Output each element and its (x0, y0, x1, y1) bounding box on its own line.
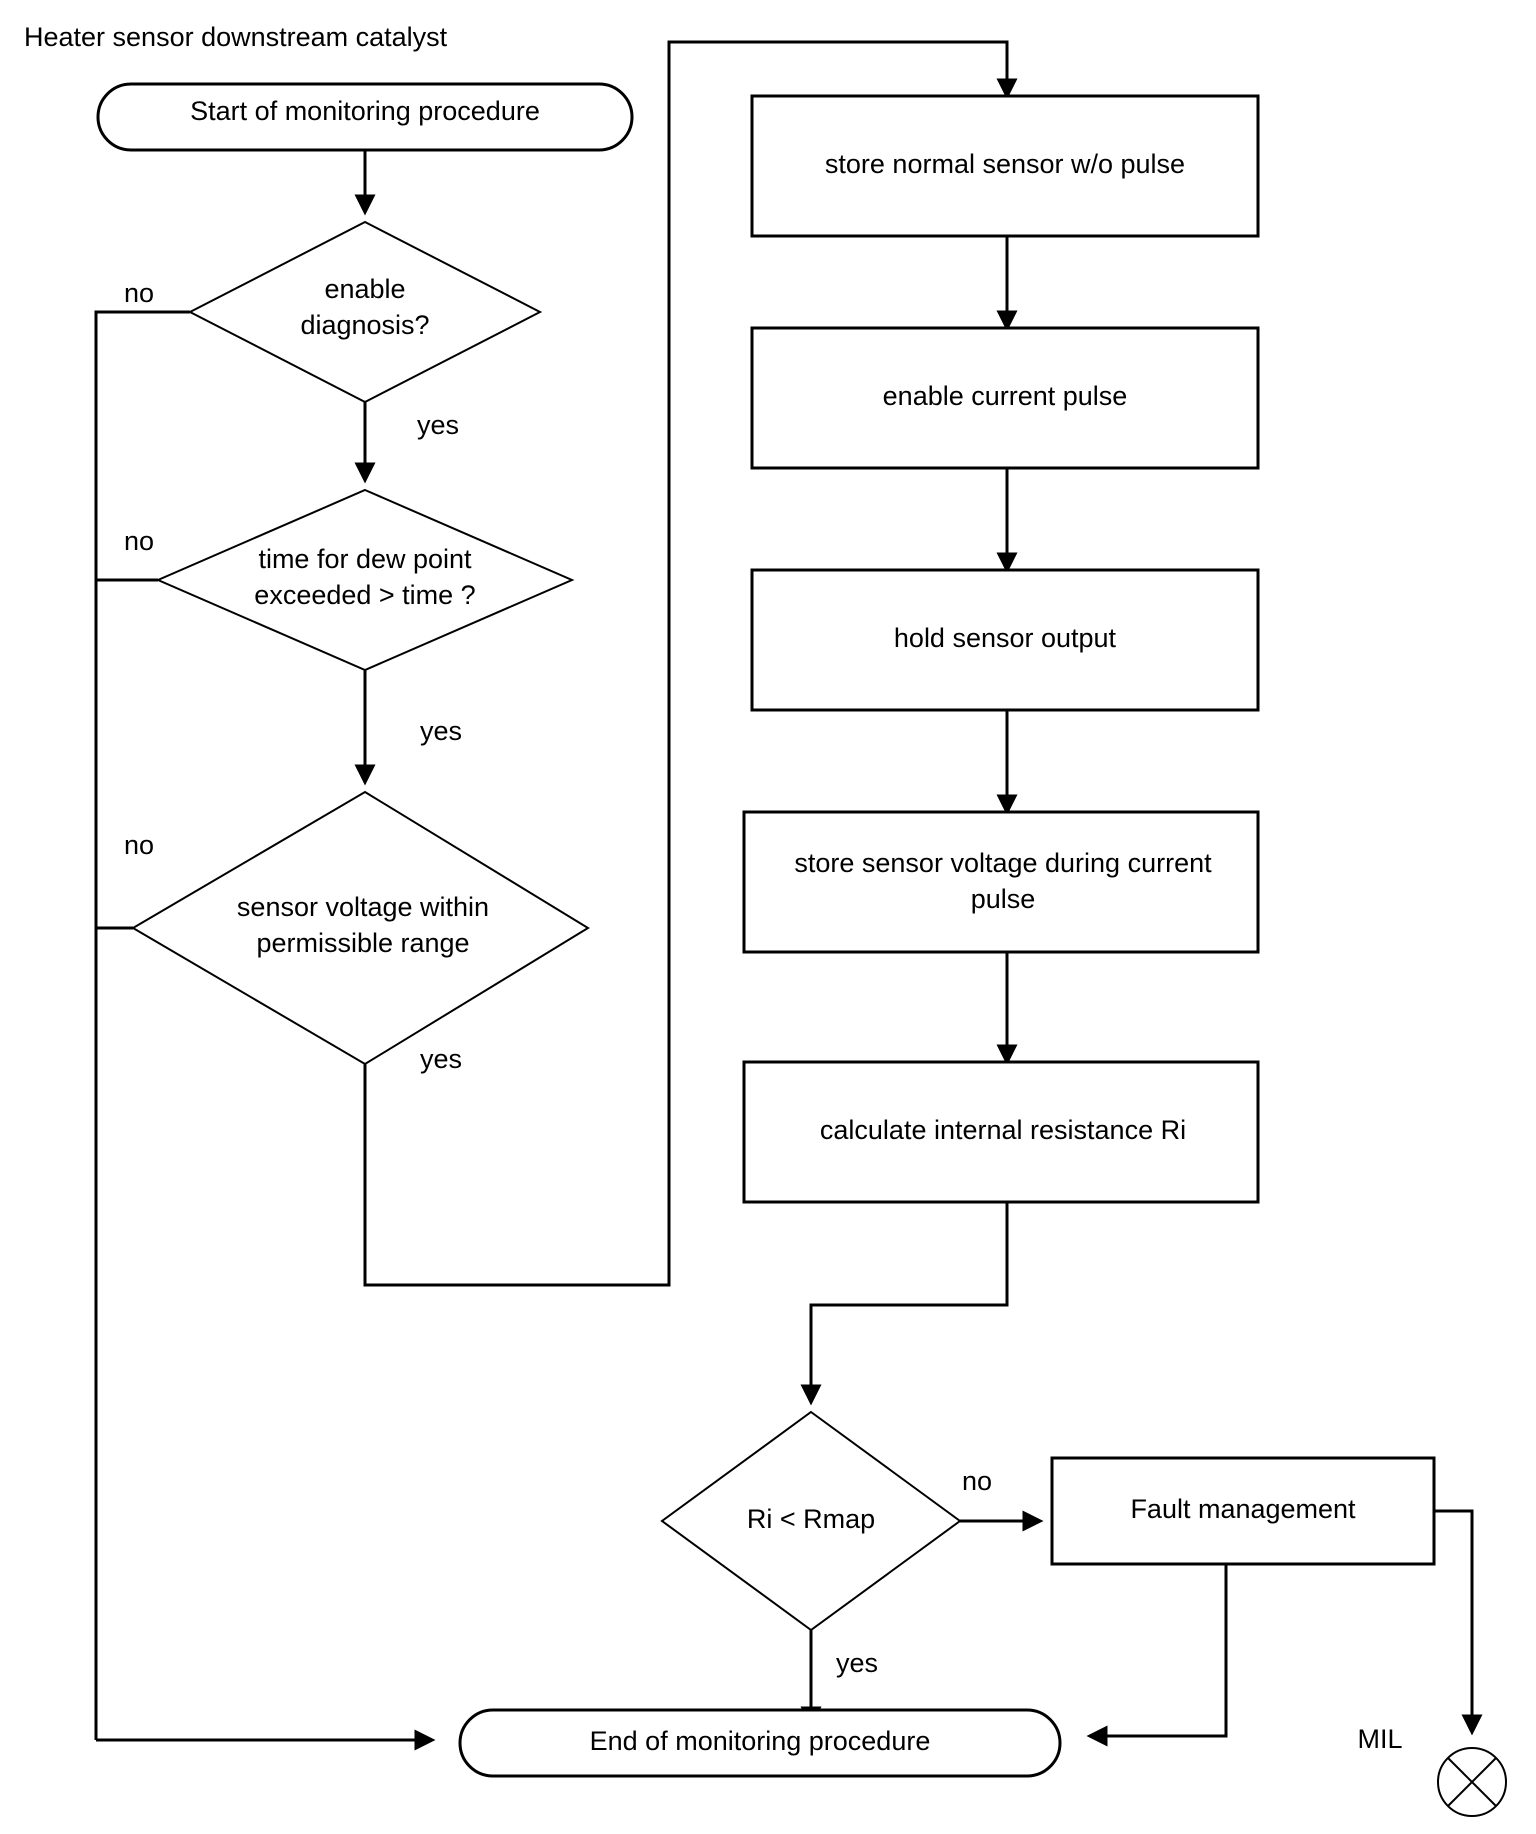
node-dew-point: time for dew point exceeded > time ? (155, 488, 575, 672)
decision-ri-less-rmap-label: Ri < Rmap (747, 1504, 875, 1534)
mil-lamp-label: MIL (1357, 1724, 1402, 1754)
edge-fault-management-to-mil (1434, 1509, 1483, 1736)
node-fault-management: Fault management (1050, 1456, 1436, 1566)
process-calculate-internal-resistance-shape (742, 1060, 1260, 1204)
node-end: End of monitoring procedure (458, 1708, 1062, 1778)
node-enable-diagnosis: enable diagnosis? (187, 220, 543, 404)
decision-sensor-voltage-range-label-line1: sensor voltage within (237, 892, 489, 922)
process-store-sensor-voltage-label-line2: pulse (971, 884, 1036, 914)
decision-sensor-voltage-range-label-line2: permissible range (256, 928, 469, 958)
node-store-sensor-voltage: store sensor voltage during current puls… (742, 810, 1260, 954)
edge-label-dew-point-yes: yes (420, 716, 462, 746)
edge-label-enable-diagnosis-no: no (124, 278, 154, 308)
process-calculate-internal-resistance-label: calculate internal resistance Ri (820, 1115, 1186, 1145)
node-ri-less-rmap: Ri < Rmap (660, 1410, 962, 1632)
node-start: Start of monitoring procedure (96, 82, 634, 152)
end-terminator-shape (458, 1708, 1062, 1778)
node-calculate-internal-resistance: calculate internal resistance Ri (742, 1060, 1260, 1204)
node-enable-current-pulse: enable current pulse (750, 326, 1260, 470)
start-terminator-label: Start of monitoring procedure (190, 96, 540, 126)
edge-label-enable-diagnosis-yes: yes (417, 410, 459, 440)
node-sensor-voltage-range: sensor voltage within permissible range (131, 790, 590, 1066)
process-store-normal-sensor-shape (750, 94, 1260, 238)
decision-dew-point-label-line1: time for dew point (258, 544, 472, 574)
decision-dew-point-label-line2: exceeded > time ? (254, 580, 475, 610)
node-store-normal-sensor: store normal sensor w/o pulse (750, 94, 1260, 238)
edge-label-ri-less-rmap-yes: yes (836, 1648, 878, 1678)
node-hold-sensor-output: hold sensor output (750, 568, 1260, 712)
decision-enable-diagnosis-label-line2: diagnosis? (300, 310, 429, 340)
edge-sensor-voltage-yes-to-store-normal-sensor (363, 40, 1018, 1287)
end-terminator-label: End of monitoring procedure (590, 1726, 931, 1756)
process-store-sensor-voltage-shape (742, 810, 1260, 954)
edge-label-sensor-voltage-yes: yes (420, 1044, 462, 1074)
edge-label-sensor-voltage-no: no (124, 830, 154, 860)
decision-enable-diagnosis-label-line1: enable (324, 274, 405, 304)
edge-fault-management-to-end (1086, 1564, 1228, 1747)
page-title: Heater sensor downstream catalyst (24, 22, 448, 52)
edge-label-dew-point-no: no (124, 526, 154, 556)
edge-enable-diagnosis-no (94, 310, 190, 1740)
mil-lamp-cross-2 (1447, 1757, 1497, 1807)
process-store-normal-sensor-label: store normal sensor w/o pulse (825, 149, 1185, 179)
process-enable-current-pulse-label: enable current pulse (883, 381, 1128, 411)
process-hold-sensor-output-label: hold sensor output (894, 623, 1117, 653)
node-mil-lamp: MIL (1357, 1724, 1507, 1817)
edge-label-ri-less-rmap-no: no (962, 1466, 992, 1496)
process-hold-sensor-output-shape (750, 568, 1260, 712)
process-store-sensor-voltage-label-line1: store sensor voltage during current (794, 848, 1212, 878)
edge-calculate-ri-to-ri-less-rmap (800, 1202, 1009, 1406)
process-enable-current-pulse-shape (750, 326, 1260, 470)
process-fault-management-label: Fault management (1130, 1494, 1356, 1524)
